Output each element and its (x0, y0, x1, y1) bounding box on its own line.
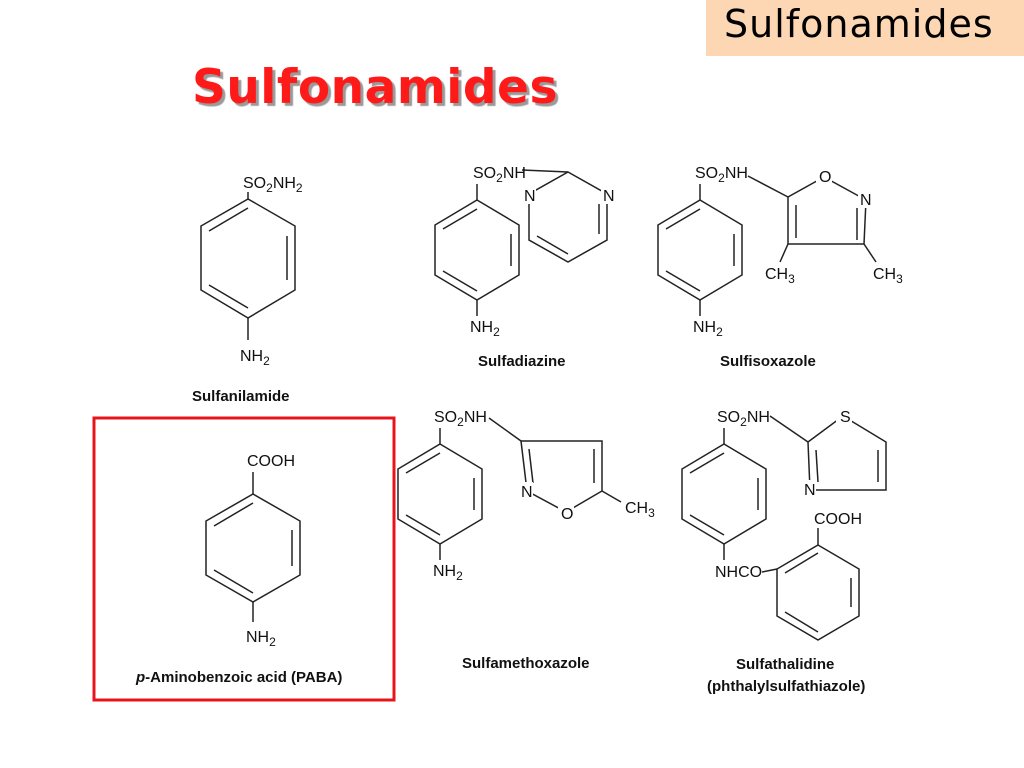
isoxazole-ring (787, 176, 867, 245)
sulfonamide-group: SO2​NH2​ (243, 175, 303, 195)
ring-sulfur: S (840, 409, 851, 426)
sulfonamide-group: SO2​NH (473, 165, 526, 185)
thiazole-ring (807, 415, 887, 491)
isoxazole-ring (520, 440, 603, 513)
benzene-ring (200, 198, 296, 319)
amino-group: NH2​ (246, 629, 276, 649)
ring-nitrogen: N (804, 482, 816, 499)
amino-group: NH2​ (240, 348, 270, 368)
sulfonamide-group: SO2​NH (434, 409, 487, 429)
ring-nitrogen: N (603, 188, 615, 205)
molecule-name: Sulfadiazine (478, 353, 566, 370)
carboxyl-group: COOH (814, 511, 862, 528)
benzene-ring (205, 493, 301, 603)
methyl-group: CH3​ (873, 266, 903, 286)
benzene-ring (434, 199, 520, 301)
sulfathalidine-structure: SO2​NH S N COOH NHCO Sulfathalidine (pht… (681, 407, 887, 695)
methyl-group: CH3​ (625, 500, 655, 520)
molecule-name: p-Aminobenzoic acid (PABA) (135, 669, 342, 686)
benzene-ring (776, 544, 860, 641)
ring-nitrogen: N (524, 188, 536, 205)
molecule-name: Sulfamethoxazole (462, 655, 590, 672)
paba-structure: COOH NH2​ p-Aminobenzoic acid (PABA) (135, 453, 342, 686)
methyl-group: CH3​ (765, 266, 795, 286)
benzene-ring (681, 443, 767, 545)
sulfanilamide-structure: SO2​NH2​ NH2​ Sulfanilamide (192, 175, 303, 405)
sulfonamide-group: SO2​NH (717, 409, 770, 429)
ring-oxygen: O (819, 169, 831, 186)
benzene-ring (657, 199, 743, 301)
carboxyl-group: COOH (247, 453, 295, 470)
amide-group: NHCO (715, 564, 762, 581)
slide-title: Sulfonamides (192, 60, 558, 115)
benzene-ring (397, 443, 483, 545)
highlight-box (92, 416, 396, 702)
ring-nitrogen: N (860, 192, 872, 209)
sulfisoxazole-structure: SO2​NH O N CH3​ CH3​ NH2​ Sulfisoxazole (657, 165, 903, 370)
ring-oxygen: O (561, 506, 573, 523)
molecule-name: Sulfanilamide (192, 388, 290, 405)
sulfamethoxazole-structure: SO2​NH N O CH3​ NH2​ Sulfamethoxazole (397, 409, 655, 672)
ring-nitrogen: N (521, 484, 533, 501)
amino-group: NH2​ (693, 319, 723, 339)
amino-group: NH2​ (470, 319, 500, 339)
sulfadiazine-structure: SO2​NH N N NH2​ Sulfadiazine (434, 165, 615, 370)
corner-tag-label: Sulfonamides (724, 2, 994, 46)
corner-tag: Sulfonamides (706, 0, 1024, 56)
molecule-name: Sulfisoxazole (720, 353, 816, 370)
molecule-name: Sulfathalidine (736, 656, 834, 673)
molecule-alt-name: (phthalylsulfathiazole) (707, 678, 865, 695)
sulfonamide-group: SO2​NH (695, 165, 748, 185)
amino-group: NH2​ (433, 563, 463, 583)
pyrimidine-ring (528, 171, 608, 263)
